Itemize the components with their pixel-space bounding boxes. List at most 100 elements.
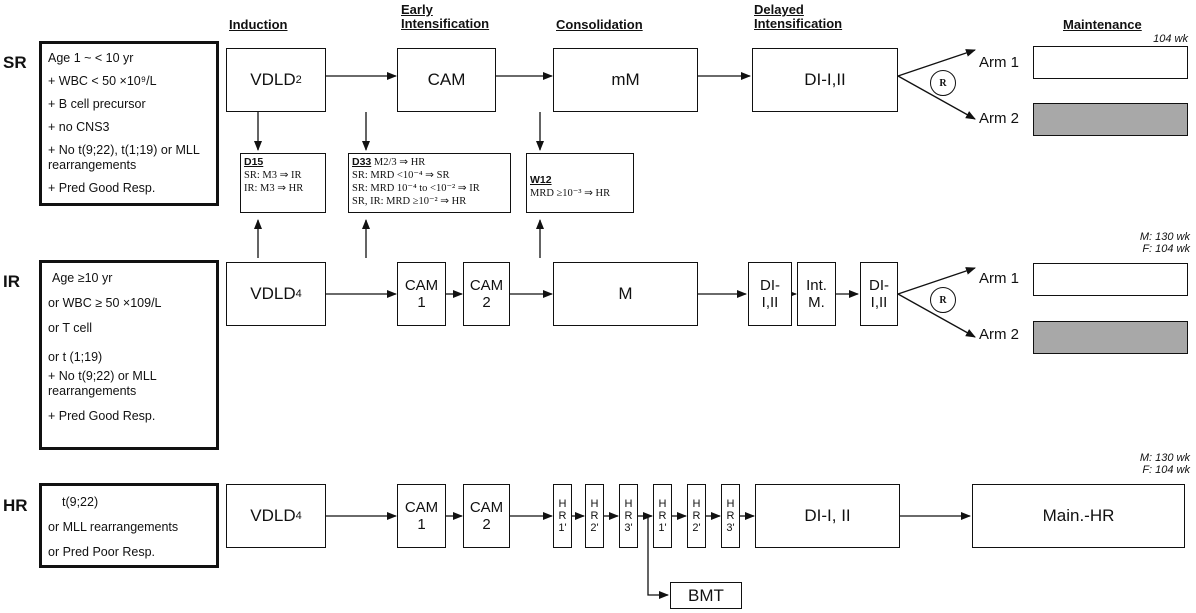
ir-di-a-line1: DI- <box>760 277 780 294</box>
eval-d33-title: D33 M2/3 ⇒ HR <box>352 156 426 168</box>
hr-duration-female: F: 104 wk <box>1142 464 1190 476</box>
risk-label-hr: HR <box>3 496 28 515</box>
eval-w12-line: MRD ≥10⁻³ ⇒ HR <box>530 188 611 199</box>
sr-di-box: DI-I,II <box>752 48 898 112</box>
ir-intm-box: Int. M. <box>797 262 836 326</box>
risk-label-sr: SR <box>3 53 27 72</box>
sr-cam-text: CAM <box>427 70 466 89</box>
criteria-ir-line: or T cell <box>48 321 93 335</box>
phase-early-line1: Early <box>401 2 433 17</box>
ir-vdld-subscript: 4 <box>295 288 302 300</box>
hr-maintenance-duration: M: 130 wk F: 104 wk <box>1100 452 1190 476</box>
criteria-ir-line: or WBC ≥ 50 ×109/L <box>48 296 162 310</box>
hr-bmt-text: BMT <box>688 585 724 605</box>
eval-d15-title: D15 <box>244 156 264 168</box>
ir-di-a-box: DI- I,II <box>748 262 792 326</box>
hr-block-number: 2' <box>692 522 701 534</box>
sr-randomization-icon: R <box>930 70 956 96</box>
ir-cam2-box: CAM 2 <box>463 262 510 326</box>
phase-maintenance: Maintenance <box>1063 17 1142 32</box>
ir-cam2-number: 2 <box>482 294 491 311</box>
hr-block-number: 1' <box>558 522 567 534</box>
ir-maintenance-duration: M: 130 wk F: 104 wk <box>1100 231 1190 255</box>
ir-intm-line1: Int. <box>806 277 827 294</box>
hr-block-4: H R 1' <box>653 484 672 548</box>
hr-block-number: 2' <box>590 522 599 534</box>
criteria-hr-line: t(9;22) <box>62 495 99 509</box>
ir-di-b-box: DI- I,II <box>860 262 898 326</box>
hr-block-letter: R <box>726 510 735 522</box>
eval-d33-line: SR, IR: MRD ≥10⁻² ⇒ HR <box>352 196 467 207</box>
criteria-ir-line: + Pred Good Resp. <box>48 409 156 423</box>
criteria-ir-line: or t (1;19) <box>48 350 103 364</box>
criteria-sr-line: Age 1 ~ < 10 yr <box>48 51 134 65</box>
sr-arm1-label: Arm 1 <box>979 54 1020 71</box>
criteria-hr-line: or Pred Poor Resp. <box>48 545 155 559</box>
hr-main-box: Main.-HR <box>972 484 1185 548</box>
hr-vdld-subscript: 4 <box>295 510 302 522</box>
criteria-sr-line: + Pred Good Resp. <box>48 181 156 195</box>
ir-arm-split-1 <box>897 267 976 295</box>
eval-d33-box: D33 M2/3 ⇒ HR SR: MRD <10⁻⁴ ⇒ SR SR: MRD… <box>348 153 511 213</box>
ir-arm1-label: Arm 1 <box>979 270 1020 287</box>
sr-maintenance-duration: 104 wk <box>1153 33 1188 45</box>
sr-di-text: DI-I,II <box>804 70 846 89</box>
ir-cam2-text: CAM <box>469 277 504 294</box>
criteria-sr-line: + WBC < 50 ×10⁹/L <box>48 74 157 88</box>
ir-arm2-maintenance-bar <box>1033 321 1188 354</box>
criteria-ir-line: Age ≥10 yr <box>52 271 113 285</box>
ir-m-box: M <box>553 262 698 326</box>
hr-block-number: 3' <box>624 522 633 534</box>
eval-w12-title: W12 <box>530 174 552 186</box>
phase-early-line2: Intensification <box>401 16 490 31</box>
ir-cam1-text: CAM <box>404 277 439 294</box>
hr-block-letter: R <box>692 510 701 522</box>
ir-di-b-line2: I,II <box>870 294 888 311</box>
criteria-sr-line: + no CNS3 <box>48 120 110 134</box>
hr-block-letter: H <box>692 498 701 510</box>
hr-block-3: H R 3' <box>619 484 638 548</box>
hr-block-letter: R <box>624 510 633 522</box>
phase-delayed-line1: Delayed <box>754 2 804 17</box>
criteria-box-hr: t(9;22) or MLL rearrangements or Pred Po… <box>39 483 219 568</box>
hr-block-letter: R <box>590 510 599 522</box>
eval-d15-line: IR: M3 ⇒ HR <box>244 183 304 194</box>
sr-mm-text: mM <box>611 70 640 89</box>
sr-cam-box: CAM <box>397 48 496 112</box>
hr-main-text: Main.-HR <box>1042 506 1115 525</box>
sr-mm-box: mM <box>553 48 698 112</box>
criteria-box-sr: Age 1 ~ < 10 yr + WBC < 50 ×10⁹/L + B ce… <box>39 41 219 206</box>
criteria-ir-line: rearrangements <box>48 384 137 398</box>
hr-block-letter: H <box>624 498 633 510</box>
hr-bmt-branch <box>647 516 669 599</box>
eval-w12-box: W12 MRD ≥10⁻³ ⇒ HR <box>526 153 634 213</box>
ir-cam1-number: 1 <box>417 294 426 311</box>
hr-cam1-box: CAM 1 <box>397 484 446 548</box>
phase-delayed-line2: Intensification <box>754 16 843 31</box>
criteria-hr-line: or MLL rearrangements <box>48 520 179 534</box>
sr-vdld-subscript: 2 <box>295 74 302 86</box>
sr-arm2-label: Arm 2 <box>979 110 1020 127</box>
criteria-sr-line: + No t(9;22), t(1;19) or MLL <box>48 143 200 157</box>
hr-cam2-number: 2 <box>482 516 491 533</box>
ir-arm1-maintenance-bar <box>1033 263 1188 296</box>
hr-bmt-box: BMT <box>670 582 742 609</box>
criteria-ir-line: + No t(9;22) or MLL <box>48 369 157 383</box>
hr-block-letter: H <box>658 498 667 510</box>
ir-arm-split-2 <box>897 293 976 338</box>
hr-cam1-number: 1 <box>417 516 426 533</box>
sr-arm-split-2 <box>897 75 976 120</box>
hr-block-letter: H <box>590 498 599 510</box>
eval-d33-line: SR: MRD 10⁻⁴ to <10⁻² ⇒ IR <box>352 183 480 194</box>
hr-cam2-box: CAM 2 <box>463 484 510 548</box>
hr-block-1: H R 1' <box>553 484 572 548</box>
ir-duration-female: F: 104 wk <box>1142 243 1190 255</box>
criteria-box-ir: Age ≥10 yr or WBC ≥ 50 ×109/L or T cell … <box>39 260 219 450</box>
ir-cam1-box: CAM 1 <box>397 262 446 326</box>
ir-di-a-line2: I,II <box>761 294 779 311</box>
ir-arm2-label: Arm 2 <box>979 326 1020 343</box>
hr-block-number: 3' <box>726 522 735 534</box>
hr-block-5: H R 2' <box>687 484 706 548</box>
